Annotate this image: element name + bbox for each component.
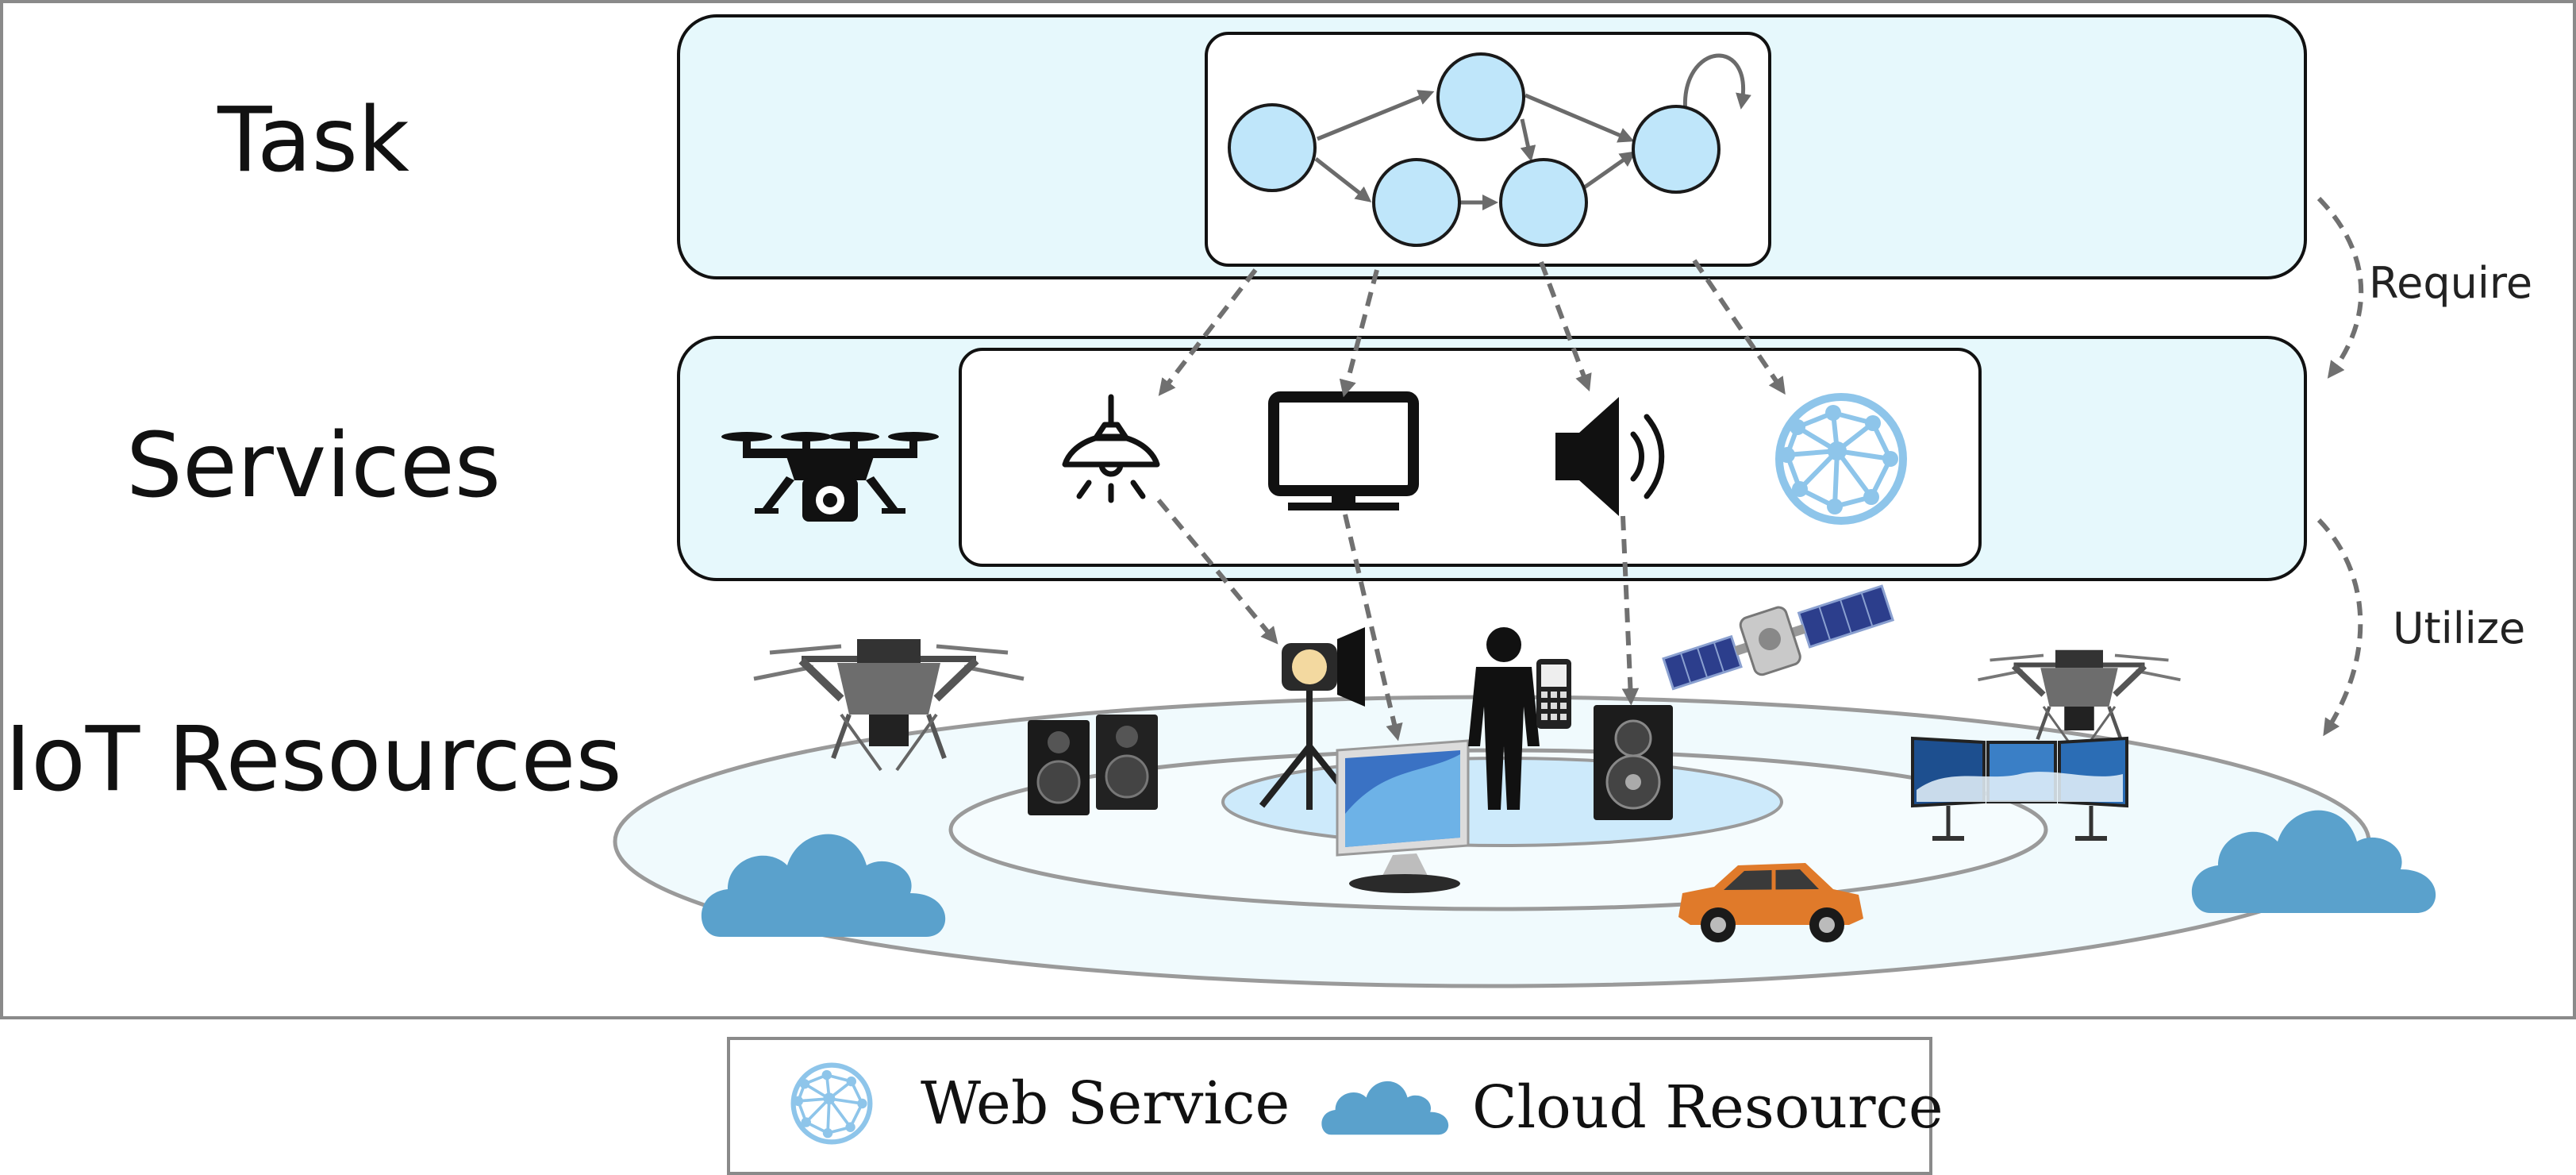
task-node [1228,103,1317,192]
task-layer-label: Task [217,89,409,192]
iot-resources-layer [613,584,2436,988]
video-wall-icon [1911,736,2128,841]
spotlight-icon [1259,627,1365,810]
speaker-icon [1594,705,1673,820]
utilize-relation: Utilize [2316,518,2525,737]
speaker-icon [1555,397,1665,516]
monitor-icon [1336,739,1470,893]
lamp-icon [1062,394,1160,503]
legend-web-service-label: Web Service [921,1069,1290,1138]
legend-cloud-resource-label: Cloud Resource [1472,1073,1944,1142]
services-layer-label: Services [126,414,501,518]
studio-speakers-icon [1028,715,1158,815]
drone-icon [721,432,939,522]
task-to-service-arrows [1158,259,1786,398]
require-label: Require [2369,258,2532,308]
utilize-label: Utilize [2393,603,2525,653]
person-icon [1468,627,1540,810]
require-relation: Require [2316,196,2532,379]
service-to-resource-arrows [1156,499,1640,742]
task-node [1499,158,1588,247]
services-layer [677,336,2307,581]
iot-resources-layer-label: IoT Resources [5,708,622,811]
phone-icon [1536,659,1571,729]
task-node [1372,158,1461,247]
task-layer [677,14,2307,279]
satellite-icon [1662,584,1895,691]
car-icon [1678,863,1863,942]
task-graph [1228,52,1751,247]
legend: Web Service Cloud Resource [727,1037,1944,1175]
task-node [1436,52,1525,141]
task-node [1632,105,1721,194]
